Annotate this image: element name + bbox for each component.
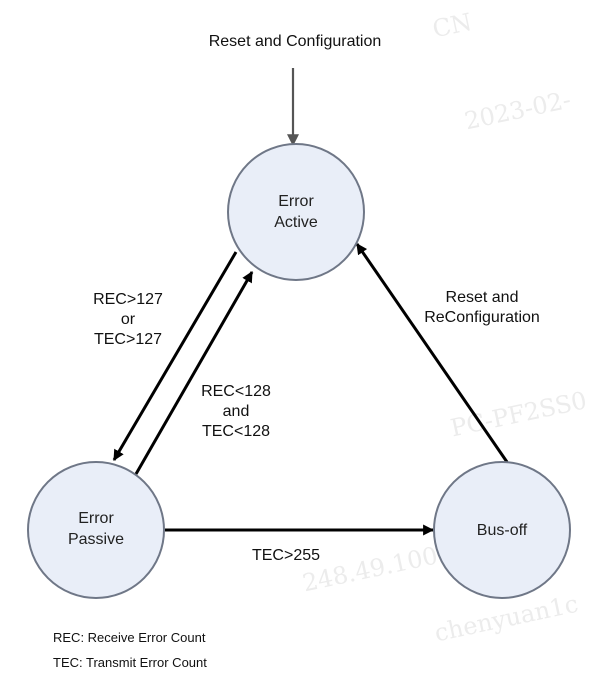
edge-label-line: REC>127 bbox=[93, 291, 163, 308]
edge-label-line: TEC>127 bbox=[93, 331, 163, 348]
edge-label-passive-to-active: REC<128 and TEC<128 bbox=[186, 382, 286, 442]
edge-label-active-to-passive: REC>127 or TEC>127 bbox=[78, 290, 178, 350]
edge-label-line: or bbox=[120, 311, 136, 328]
edge-label-line: and bbox=[222, 403, 250, 420]
edge-label-passive-to-busoff: TEC>255 bbox=[251, 547, 321, 564]
edge-busoff-to-active bbox=[355, 243, 509, 463]
node-error-passive-line2: Passive bbox=[67, 531, 125, 548]
node-error-active-line1: Error bbox=[278, 193, 314, 210]
node-error-passive bbox=[27, 461, 165, 599]
edge-passive-to-active bbox=[134, 271, 254, 475]
node-error-active bbox=[227, 143, 365, 281]
edge-active-to-passive bbox=[112, 251, 238, 461]
node-error-active-label: Error Active bbox=[236, 191, 356, 233]
edge-label-busoff-to-active: Reset and ReConfiguration bbox=[402, 288, 562, 328]
node-error-active-line2: Active bbox=[274, 214, 318, 231]
node-bus-off-label: Bus-off bbox=[476, 522, 528, 539]
edge-label-line: TEC<128 bbox=[201, 423, 271, 440]
edge-label-line: ReConfiguration bbox=[424, 309, 540, 326]
node-error-passive-line1: Error bbox=[78, 510, 114, 527]
node-error-passive-label: Error Passive bbox=[36, 508, 156, 550]
legend-rec: REC: Receive Error Count bbox=[53, 630, 206, 645]
edge-label-line: REC<128 bbox=[201, 383, 271, 400]
entry-label: Reset and Configuration bbox=[208, 33, 382, 50]
edge-label-line: Reset and bbox=[445, 289, 519, 306]
legend-tec: TEC: Transmit Error Count bbox=[53, 655, 207, 670]
node-bus-off bbox=[433, 461, 571, 599]
